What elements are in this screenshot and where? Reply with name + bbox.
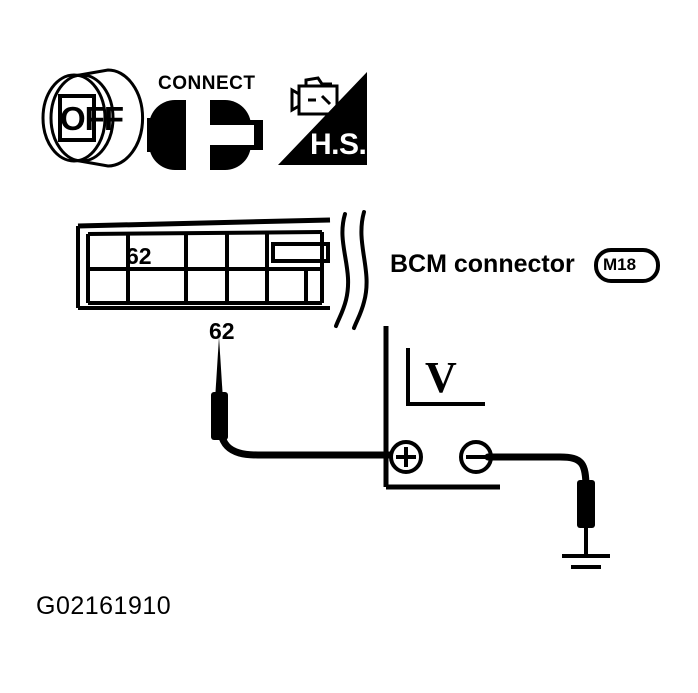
- voltmeter-v-frame: [406, 348, 485, 406]
- connector-connect-icon-label: CONNECT: [158, 73, 256, 94]
- ground-probe-tip: [577, 480, 595, 556]
- ignition-off-icon-label: OFF: [60, 100, 124, 137]
- ground-symbol: [562, 554, 610, 569]
- connector-pin-number: 62: [126, 243, 152, 269]
- connector-latch-slot: [271, 242, 330, 263]
- harness-side-icon-label: H.S.: [310, 128, 367, 161]
- harness-break-lines: [334, 210, 369, 330]
- positive-terminal: [389, 440, 423, 474]
- bcm-connector-badge-label: M18: [603, 255, 637, 274]
- figure-reference-code: G02161910: [36, 592, 172, 620]
- bcm-connector-badge: [594, 248, 660, 283]
- bcm-connector-label: BCM connector: [390, 250, 575, 278]
- connector-connect-icon-shape: [147, 100, 263, 170]
- ignition-off-icon-shape: [41, 68, 145, 168]
- harness-side-icon-shape: [278, 72, 367, 165]
- probe-circuit-number: 62: [209, 318, 235, 344]
- positive-probe-lead: [215, 411, 394, 459]
- voltmeter-symbol: V: [425, 353, 457, 402]
- voltmeter-body: [383, 326, 500, 490]
- ground-probe-lead: [484, 453, 590, 492]
- connector-shell: [76, 217, 331, 310]
- connector-pin-grid: [86, 230, 324, 305]
- positive-probe-tip: [211, 337, 228, 440]
